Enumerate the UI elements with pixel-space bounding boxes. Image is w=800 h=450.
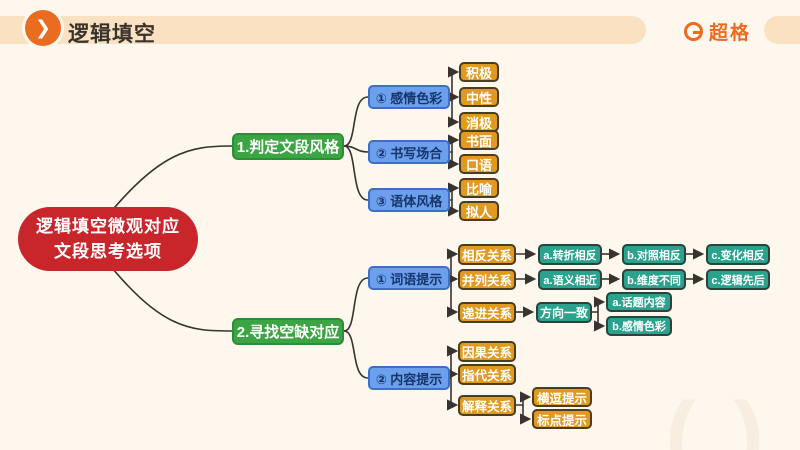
leaf-neutral: 中性: [459, 87, 499, 107]
leaf-positive: 积极: [459, 62, 499, 82]
branch-find-gap: 2.寻找空缺对应: [232, 318, 344, 345]
root-line1: 逻辑填空微观对应: [36, 216, 180, 236]
leaf-punctuation-hint: 标点提示: [532, 409, 592, 429]
rel-progressive: 递进关系: [458, 302, 516, 323]
leaf-personification: 拟人: [459, 201, 499, 221]
brand-name: 超格: [709, 23, 752, 44]
root-line2: 文段思考选项: [54, 242, 162, 261]
chain-turn-opposite: a.转折相反: [538, 244, 602, 265]
rel-parallel: 并列关系: [458, 269, 516, 290]
branch-judge-style: 1.判定文段风格: [232, 133, 344, 160]
leaf-metaphor: 比喻: [459, 178, 499, 198]
chain-different-dimension: b.维度不同: [622, 269, 686, 290]
leaf-dash-comma-hint: 横逗提示: [532, 387, 592, 407]
leaf-spoken: 口语: [459, 154, 499, 174]
leaf-negative: 消极: [459, 112, 499, 132]
rel-causal: 因果关系: [458, 341, 516, 362]
chain-similar-meaning: a.语义相近: [538, 269, 602, 290]
chain-contrast-opposite: b.对照相反: [622, 244, 686, 265]
leaf-written: 书面: [459, 130, 499, 150]
sub-content-hint: ② 内容提示: [368, 366, 450, 390]
header-stripe-right: [764, 16, 800, 44]
chain-change-opposite: c.变化相反: [706, 244, 770, 265]
chain-logical-order: c.逻辑先后: [706, 269, 770, 290]
brand-g-icon: [684, 22, 703, 41]
sub-writing-occasion: ② 书写场合: [368, 140, 450, 164]
sub-word-hint: ① 词语提示: [368, 266, 450, 290]
header-stripe-left: [0, 16, 646, 44]
leaf-emotion-aspect: b.感情色彩: [606, 316, 672, 336]
page-title: 逻辑填空: [68, 23, 156, 46]
watermark: ( ): [665, 384, 770, 450]
root-node: 逻辑填空微观对应 文段思考选项: [18, 207, 198, 271]
rel-opposite: 相反关系: [458, 244, 516, 265]
node-same-direction: 方向一致: [536, 302, 592, 323]
sub-language-style: ③ 语体风格: [368, 188, 450, 212]
chevron-right-icon: ❯: [25, 10, 61, 46]
rel-reference: 指代关系: [458, 364, 516, 385]
leaf-topic-content: a.话题内容: [606, 292, 672, 312]
rel-explain: 解释关系: [458, 395, 516, 416]
brand-logo: 超格: [684, 18, 751, 45]
sub-emotion-color: ① 感情色彩: [368, 85, 450, 109]
